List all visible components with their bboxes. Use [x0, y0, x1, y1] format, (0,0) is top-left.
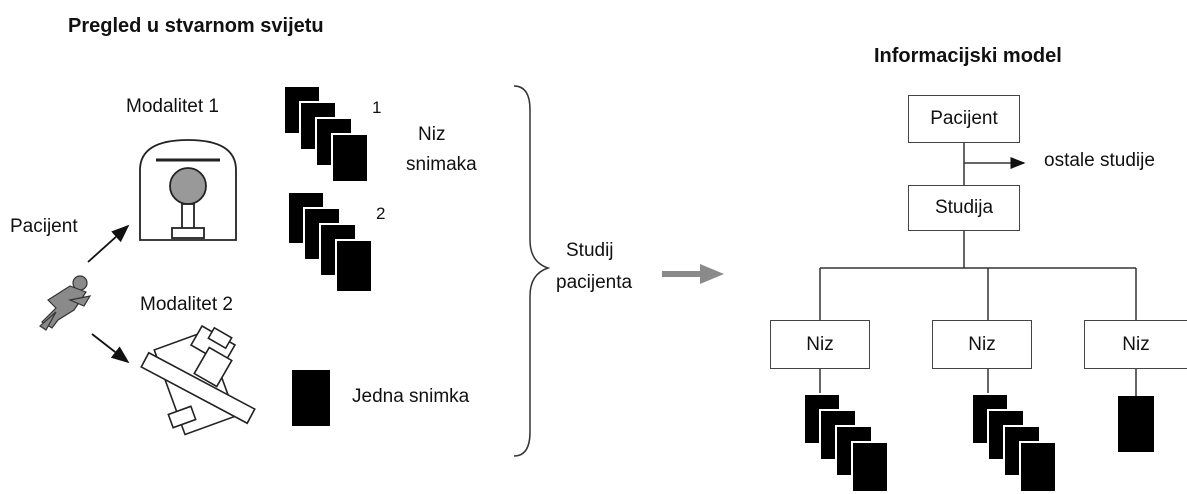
image-stack-series-2 — [287, 191, 373, 293]
model-image-stack-2 — [971, 393, 1057, 493]
series-number-2: 2 — [376, 204, 386, 223]
series-label-line2: snimaka — [406, 154, 477, 175]
info-model-title: Informacijski model — [874, 45, 1062, 67]
other-studies-label: ostale studije — [1044, 150, 1155, 171]
transition-arrow — [662, 264, 724, 284]
model-single-image — [1118, 396, 1154, 452]
tree-connectors — [819, 143, 1137, 400]
series-box-1: Niz — [770, 320, 870, 369]
real-world-title: Pregled u stvarnom svijetu — [68, 15, 324, 37]
ct-scanner-icon — [139, 139, 237, 241]
series-box-2: Niz — [932, 320, 1032, 369]
study-label-line2: pacijenta — [556, 272, 633, 293]
xray-device-icon — [140, 324, 256, 436]
patient-figure-icon — [39, 275, 92, 331]
study-label-line1: Studij — [566, 240, 614, 261]
study-box: Studija — [908, 185, 1020, 231]
model-image-stack-1 — [803, 393, 889, 493]
patient-label: Pacijent — [10, 216, 78, 237]
single-image — [292, 370, 330, 426]
image-stack-series-1 — [283, 85, 369, 183]
modality-2-label: Modalitet 2 — [140, 294, 233, 315]
single-image-label: Jedna snimka — [352, 386, 470, 407]
modality-1-label: Modalitet 1 — [126, 96, 219, 117]
series-box-3: Niz — [1084, 320, 1187, 369]
arrow-to-modality-2 — [91, 333, 130, 364]
patient-box: Pacijent — [908, 95, 1020, 143]
series-label-line1: Niz — [418, 124, 446, 145]
curly-brace — [513, 85, 551, 457]
arrow-to-modality-1 — [87, 224, 130, 263]
series-number-1: 1 — [372, 98, 382, 117]
